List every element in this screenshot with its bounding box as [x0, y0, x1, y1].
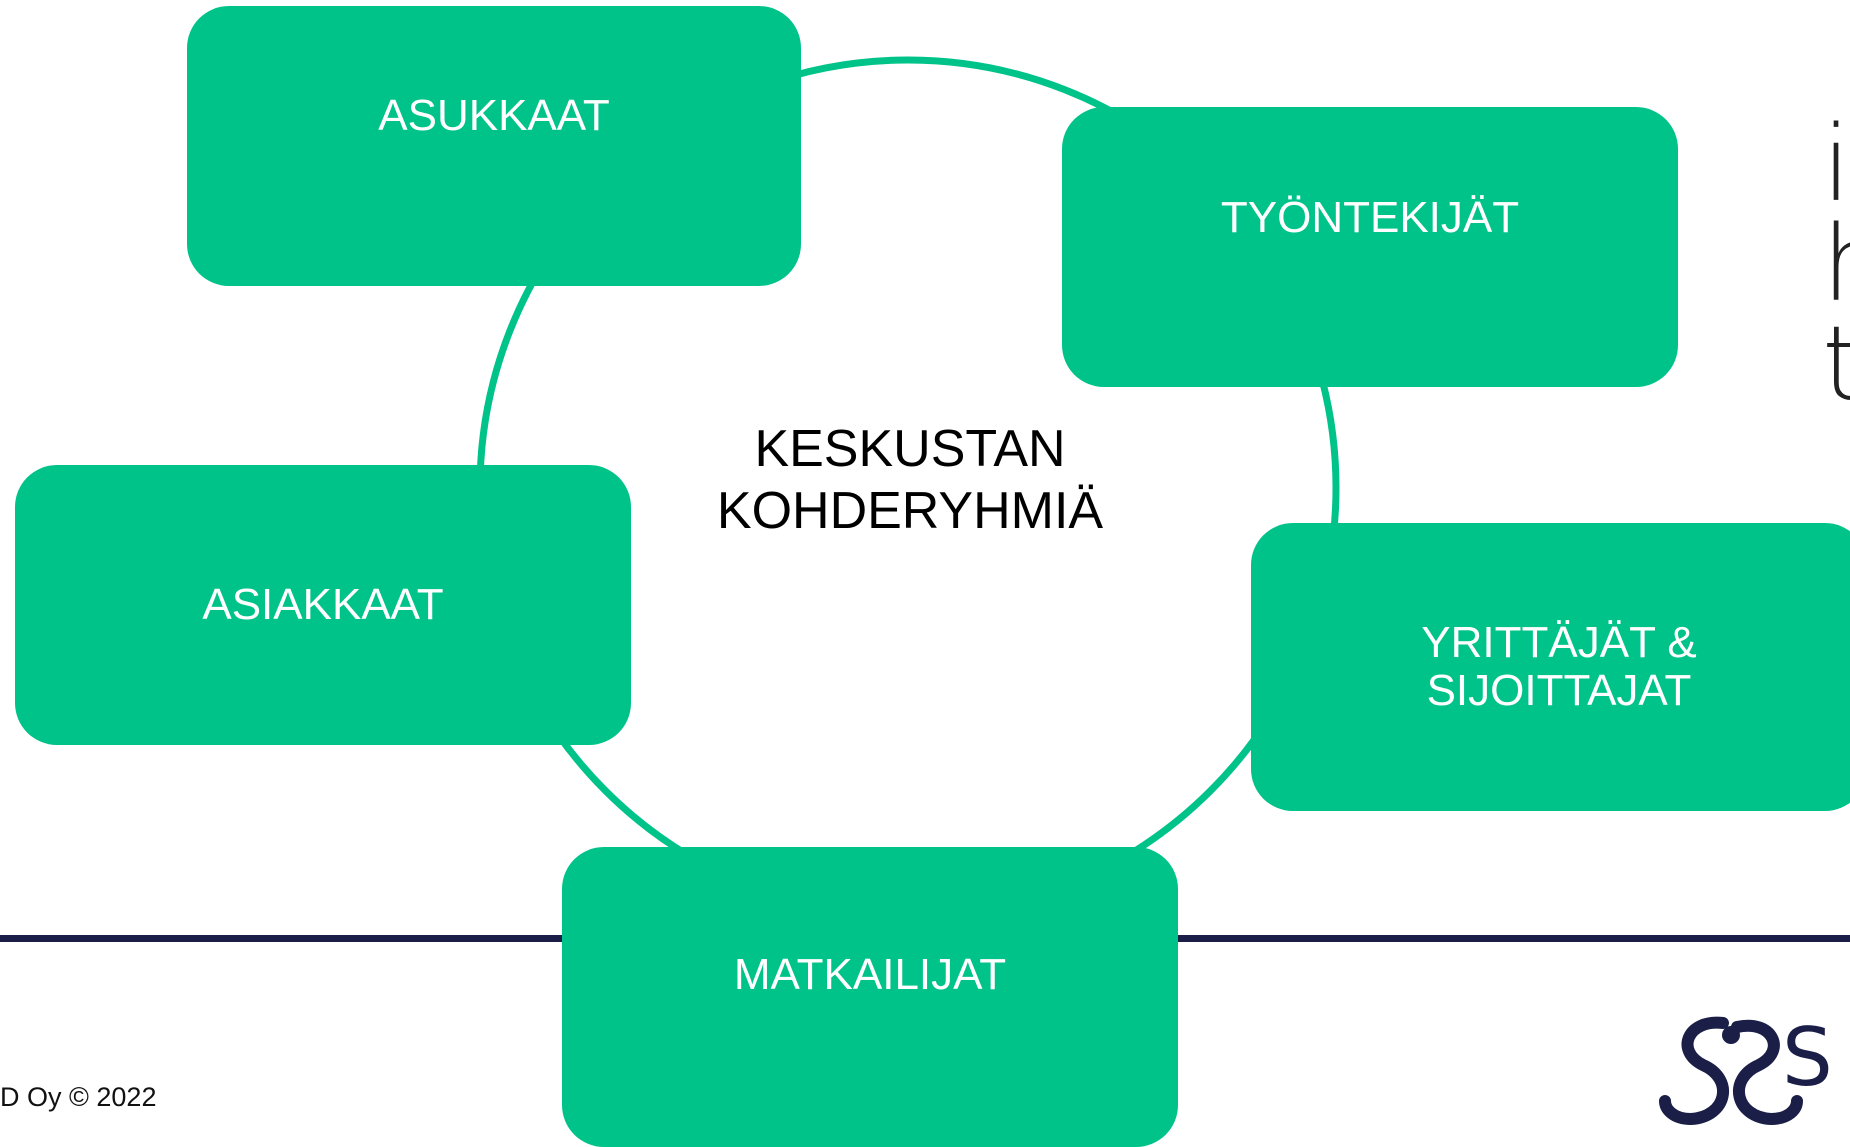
- center-title-line-2: KOHDERYHMIÄ: [716, 482, 1104, 541]
- center-title: KESKUSTAN KOHDERYHMIÄ: [680, 418, 1140, 543]
- group-box-yrittajat-sijoittajat: YRITTÄJÄT & SIJOITTAJAT: [1251, 523, 1850, 811]
- group-box-asukkaat: ASUKKAAT: [187, 6, 801, 286]
- group-label-yrittajat-line-2: SIJOITTAJAT: [1426, 666, 1692, 715]
- group-label-asiakkaat: ASIAKKAAT: [202, 579, 444, 629]
- group-box-asiakkaat: ASIAKKAAT: [15, 465, 631, 745]
- group-label-matkailijat: MATKAILIJAT: [733, 949, 1007, 999]
- copyright-text: D Oy © 2022: [0, 1082, 157, 1112]
- group-box-tyontekijat: TYÖNTEKIJÄT: [1062, 107, 1678, 387]
- logo-swan-icon: [1659, 1016, 1803, 1126]
- group-label-tyontekijat: TYÖNTEKIJÄT: [1220, 192, 1520, 242]
- group-label-yrittajat-sijoittajat: YRITTÄJÄT & SIJOITTAJAT: [1421, 617, 1697, 716]
- group-box-matkailijat: MATKAILIJAT: [562, 847, 1178, 1147]
- center-title-line-1: KESKUSTAN: [754, 420, 1066, 478]
- group-label-yrittajat-line-1: YRITTÄJÄT &: [1421, 617, 1697, 667]
- logo-wordmark-letter: S: [1782, 1011, 1833, 1104]
- side-heading-fragment: i h t: [1822, 103, 1850, 425]
- group-label-asukkaat: ASUKKAAT: [378, 90, 610, 140]
